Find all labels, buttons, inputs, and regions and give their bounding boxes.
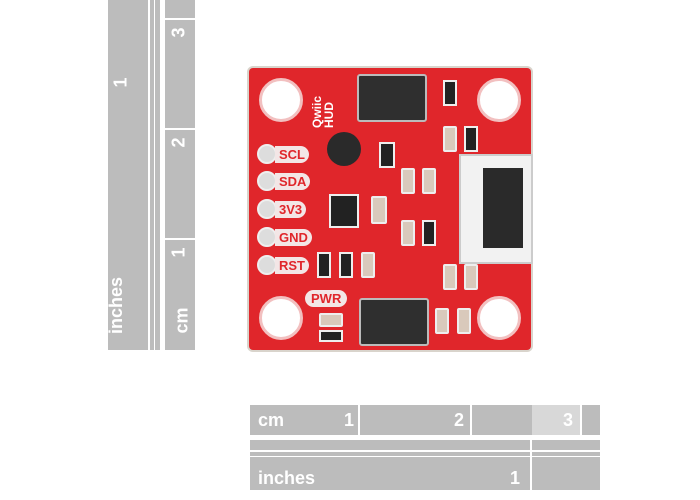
capacitor [435, 308, 449, 334]
qwiic-connector-bottom [359, 298, 429, 346]
mounting-hole [477, 296, 521, 340]
resistor [339, 252, 353, 278]
power-led [319, 313, 343, 327]
pin-3v3[interactable]: 3V3 [257, 199, 307, 219]
cm-ruler-horizontal: cm 1 2 3 [250, 405, 600, 435]
capacitor [443, 264, 457, 290]
cm-mark: 2 [168, 137, 189, 148]
resistor [319, 330, 343, 342]
inductor [327, 132, 361, 166]
cm-unit-label: cm [258, 410, 285, 430]
pin-label: SDA [275, 172, 311, 190]
pin-label: SCL [275, 145, 309, 163]
pin-pad [257, 171, 277, 191]
resistor [464, 126, 478, 152]
pin-pad [257, 144, 277, 164]
capacitor [422, 168, 436, 194]
pin-label: RST [275, 256, 309, 274]
capacitor [457, 308, 471, 334]
ic-chip [329, 194, 359, 228]
pin-label: GND [275, 228, 312, 246]
inch-unit-label: inches [106, 276, 127, 335]
pin-pad [257, 199, 277, 219]
mounting-hole [259, 78, 303, 122]
board-title: Qwiic HUD [310, 95, 336, 128]
resistor [443, 80, 457, 106]
ffc-connector [459, 154, 533, 264]
pin-gnd[interactable]: GND [257, 227, 312, 247]
pin-pad [257, 227, 277, 247]
mounting-hole [477, 78, 521, 122]
capacitor [464, 264, 478, 290]
capacitor [371, 196, 387, 224]
cm-mark: 3 [563, 410, 574, 430]
cm-mark: 1 [168, 247, 189, 258]
pin-pad [257, 255, 277, 275]
pin-rst[interactable]: RST [257, 255, 309, 275]
inch-ruler-vertical: 1 inches [106, 0, 160, 350]
resistor [422, 220, 436, 246]
qwiic-connector-top [357, 74, 427, 122]
pin-sda[interactable]: SDA [257, 171, 311, 191]
resistor [317, 252, 331, 278]
inch-unit-label: inches [258, 468, 316, 488]
capacitor [443, 126, 457, 152]
diode [379, 142, 395, 168]
cm-mark: 1 [344, 410, 355, 430]
mounting-hole [259, 296, 303, 340]
capacitor [361, 252, 375, 278]
capacitor [401, 220, 415, 246]
pin-scl[interactable]: SCL [257, 144, 309, 164]
cm-unit-label: cm [171, 307, 192, 334]
inch-mark: 1 [510, 468, 521, 488]
inch-ruler-horizontal: inches 1 [250, 440, 600, 490]
cm-ruler-vertical: 3 2 1 cm [165, 0, 195, 350]
pwr-label: PWR [305, 290, 348, 307]
inch-mark: 1 [110, 77, 131, 88]
cm-mark: 2 [454, 410, 465, 430]
qwiic-hud-board: Qwiic HUD SCL SDA 3V3 GND RST PWR [249, 68, 533, 350]
pin-label: 3V3 [275, 200, 307, 218]
capacitor [401, 168, 415, 194]
cm-mark: 3 [168, 27, 189, 38]
